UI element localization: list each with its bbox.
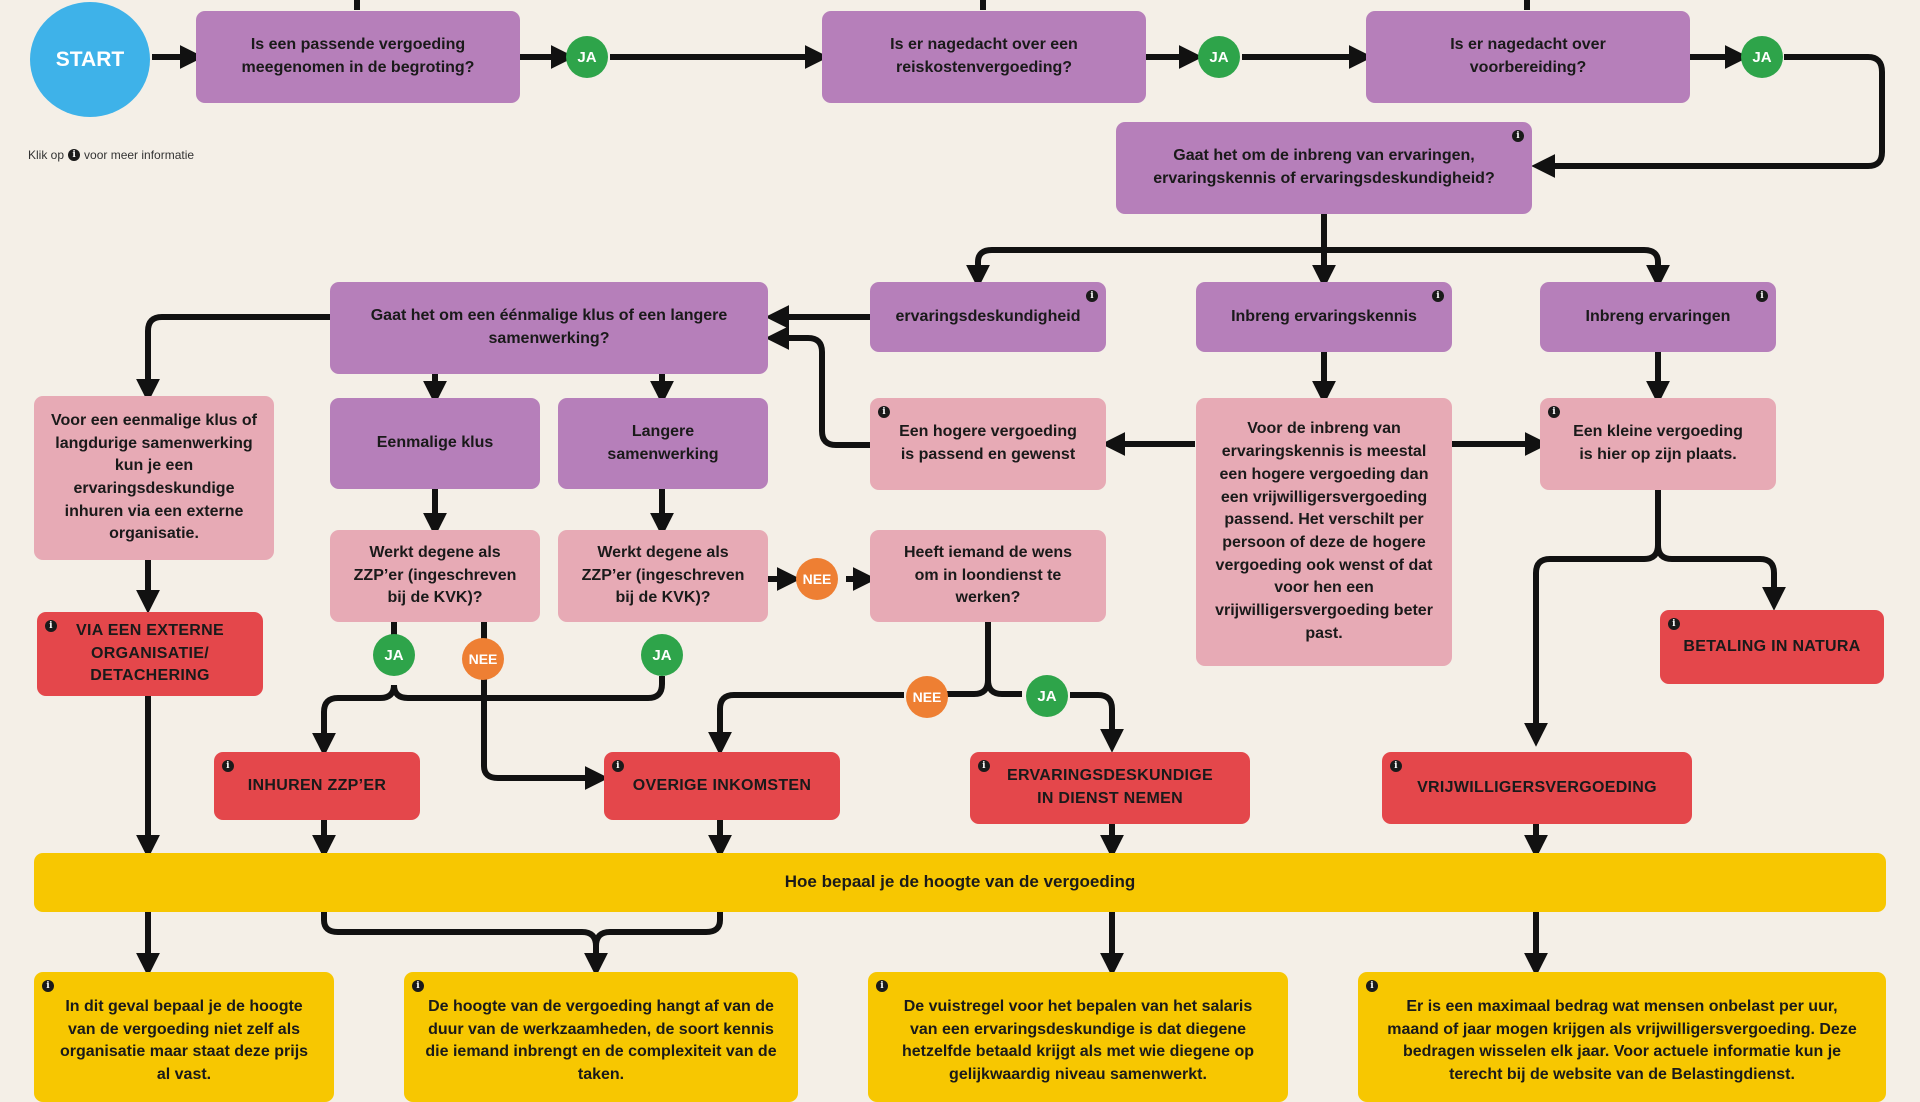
option-ervaringsdeskundigheid-label: ervaringsdeskundigheid [895, 307, 1081, 325]
ja-badge-2: JA [1198, 36, 1240, 78]
info-icon[interactable]: i [978, 760, 990, 772]
info-icon[interactable]: i [1668, 618, 1680, 630]
info-icon[interactable]: i [42, 980, 54, 992]
result-zzp-label: INHUREN ZZP’ER [247, 776, 387, 794]
result-vrijwilliger-label: VRIJWILLIGERSVERGOEDING [1417, 778, 1657, 796]
option-langer-label: Langere samenwerking [607, 422, 719, 463]
info-icon[interactable]: i [612, 760, 624, 772]
question-voorbereiding-label: Is er nagedacht over voorbereiding? [1450, 36, 1606, 76]
nee-badge-zzp2: NEE [796, 558, 838, 600]
kennis-text: Voor de inbreng van ervaringskennis is m… [1196, 398, 1452, 666]
result-natura-label: BETALING IN NATURA [1683, 637, 1861, 655]
info-icon[interactable]: i [222, 760, 234, 772]
info-icon[interactable]: i [45, 620, 57, 632]
result-zzp[interactable]: INHUREN ZZP’ER i [214, 752, 420, 820]
bottom-vuistregel-label: De vuistregel voor het bepalen van het s… [901, 998, 1255, 1084]
hint-prefix: Klik op [28, 148, 65, 162]
ja-badge-1: JA [566, 36, 608, 78]
result-extern[interactable]: VIA EEN EXTERNE ORGANISATIE/ DETACHERING… [37, 612, 263, 696]
hoogte-bar-label: Hoe bepaal je de hoogte van de vergoedin… [784, 872, 1136, 892]
nee-badge-loondienst: NEE [906, 676, 948, 718]
bottom-prijs-vast[interactable]: In dit geval bepaal je de hoogte van de … [34, 972, 334, 1102]
info-icon: i [68, 149, 81, 161]
hoger-vergoeding-label: Een hogere vergoeding is passend en gewe… [899, 423, 1077, 463]
question-klus-label: Gaat het om een éénmalige klus of een la… [370, 307, 728, 347]
result-overig-label: OVERIGE INKOMSTEN [632, 776, 812, 794]
question-klus-samenwerking: Gaat het om een éénmalige klus of een la… [330, 282, 768, 374]
result-overig[interactable]: OVERIGE INKOMSTEN i [604, 752, 840, 820]
question-reiskosten: Is er nagedacht over een reiskostenvergo… [822, 11, 1146, 103]
bottom-duur-kennis[interactable]: De hoogte van de vergoeding hangt af van… [404, 972, 798, 1102]
info-icon[interactable]: i [1390, 760, 1402, 772]
info-hint: Klik op i voor meer informatie [28, 148, 194, 162]
info-icon[interactable]: i [1756, 290, 1768, 302]
ja-badge-loondienst: JA [1026, 675, 1068, 717]
question-inbreng-label: Gaat het om de inbreng van ervaringen, e… [1153, 147, 1495, 187]
question-begroting: Is een passende vergoeding meegenomen in… [196, 11, 520, 103]
loondienst-question-label: Heeft iemand de wens om in loondienst te… [903, 543, 1073, 607]
zzp-question-1-label: Werkt degene als ZZP’er (ingeschreven bi… [353, 543, 517, 607]
hint-suffix: voor meer informatie [84, 148, 195, 162]
result-dienst[interactable]: ERVARINGSDESKUNDIGE IN DIENST NEMEN i [970, 752, 1250, 824]
option-ervaringen[interactable]: Inbreng ervaringen i [1540, 282, 1776, 352]
loondienst-question: Heeft iemand de wens om in loondienst te… [870, 530, 1106, 622]
ja-badge-3: JA [1741, 36, 1783, 78]
bottom-maximaal-bedrag-label: Er is een maximaal bedrag wat mensen onb… [1387, 998, 1857, 1084]
info-icon[interactable]: i [412, 980, 424, 992]
info-icon[interactable]: i [878, 406, 890, 418]
bottom-maximaal-bedrag[interactable]: Er is een maximaal bedrag wat mensen onb… [1358, 972, 1886, 1102]
kleine-vergoeding[interactable]: Een kleine vergoeding is hier op zijn pl… [1540, 398, 1776, 490]
result-vrijwilliger[interactable]: VRIJWILLIGERSVERGOEDING i [1382, 752, 1692, 824]
extern-text-label: Voor een eenmalige klus of langdurige sa… [51, 411, 257, 543]
hoogte-bar: Hoe bepaal je de hoogte van de vergoedin… [34, 853, 1886, 912]
info-icon[interactable]: i [1548, 406, 1560, 418]
info-icon[interactable]: i [1086, 290, 1098, 302]
bottom-duur-kennis-label: De hoogte van de vergoeding hangt af van… [425, 998, 777, 1084]
option-ervaringsdeskundigheid[interactable]: ervaringsdeskundigheid i [870, 282, 1106, 352]
info-icon[interactable]: i [1366, 980, 1378, 992]
question-begroting-label: Is een passende vergoeding meegenomen in… [241, 36, 475, 76]
extern-text: Voor een eenmalige klus of langdurige sa… [34, 396, 274, 560]
option-eenmalig: Eenmalige klus [330, 398, 540, 489]
info-icon[interactable]: i [1512, 130, 1524, 142]
ja-badge-zzp1: JA [373, 634, 415, 676]
question-reiskosten-label: Is er nagedacht over een reiskostenvergo… [890, 36, 1078, 76]
nee-badge-zzp1: NEE [462, 638, 504, 680]
kleine-vergoeding-label: Een kleine vergoeding is hier op zijn pl… [1573, 423, 1743, 463]
zzp-question-1: Werkt degene als ZZP’er (ingeschreven bi… [330, 530, 540, 622]
info-icon[interactable]: i [876, 980, 888, 992]
option-langer: Langere samenwerking [558, 398, 768, 489]
question-voorbereiding: Is er nagedacht over voorbereiding? [1366, 11, 1690, 103]
result-natura[interactable]: BETALING IN NATURA i [1660, 610, 1884, 684]
option-ervaringskennis[interactable]: Inbreng ervaringskennis i [1196, 282, 1452, 352]
result-dienst-label: ERVARINGSDESKUNDIGE IN DIENST NEMEN [1006, 767, 1214, 807]
option-ervaringskennis-label: Inbreng ervaringskennis [1231, 307, 1417, 325]
question-inbreng[interactable]: Gaat het om de inbreng van ervaringen, e… [1116, 122, 1532, 214]
info-icon[interactable]: i [1432, 290, 1444, 302]
bottom-prijs-vast-label: In dit geval bepaal je de hoogte van de … [59, 998, 309, 1084]
option-ervaringen-label: Inbreng ervaringen [1585, 307, 1731, 325]
option-eenmalig-label: Eenmalige klus [376, 434, 494, 452]
ja-badge-zzp2: JA [641, 634, 683, 676]
zzp-question-2-label: Werkt degene als ZZP’er (ingeschreven bi… [581, 543, 745, 607]
bottom-vuistregel[interactable]: De vuistregel voor het bepalen van het s… [868, 972, 1288, 1102]
zzp-question-2: Werkt degene als ZZP’er (ingeschreven bi… [558, 530, 768, 622]
hoger-vergoeding[interactable]: Een hogere vergoeding is passend en gewe… [870, 398, 1106, 490]
start-node: START [30, 2, 150, 117]
kennis-text-label: Voor de inbreng van ervaringskennis is m… [1215, 420, 1433, 642]
result-extern-label: VIA EEN EXTERNE ORGANISATIE/ DETACHERING [76, 621, 224, 685]
